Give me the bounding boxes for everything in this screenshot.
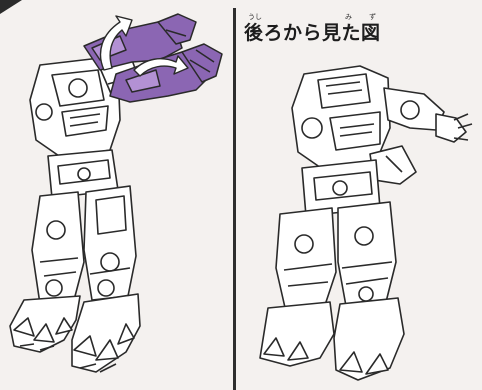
corner-tab: [0, 0, 22, 14]
robot-back-left-leg: [275, 207, 337, 313]
ruby-zu: ず: [369, 13, 376, 21]
robot-back-view-illustration: [259, 65, 473, 381]
robot-front-view-illustration: [9, 13, 223, 373]
caption-text: 後ろから見た図: [244, 22, 381, 44]
ruby-ushi: うし: [248, 13, 262, 21]
ruby-mi: み: [345, 13, 352, 21]
curved-arrow-icon: [99, 15, 133, 71]
caption-ruby: うし み ず: [244, 12, 414, 22]
highlighted-arms: [83, 13, 223, 103]
curved-arrow-icon: [133, 55, 189, 77]
panel-divider: [233, 8, 236, 390]
